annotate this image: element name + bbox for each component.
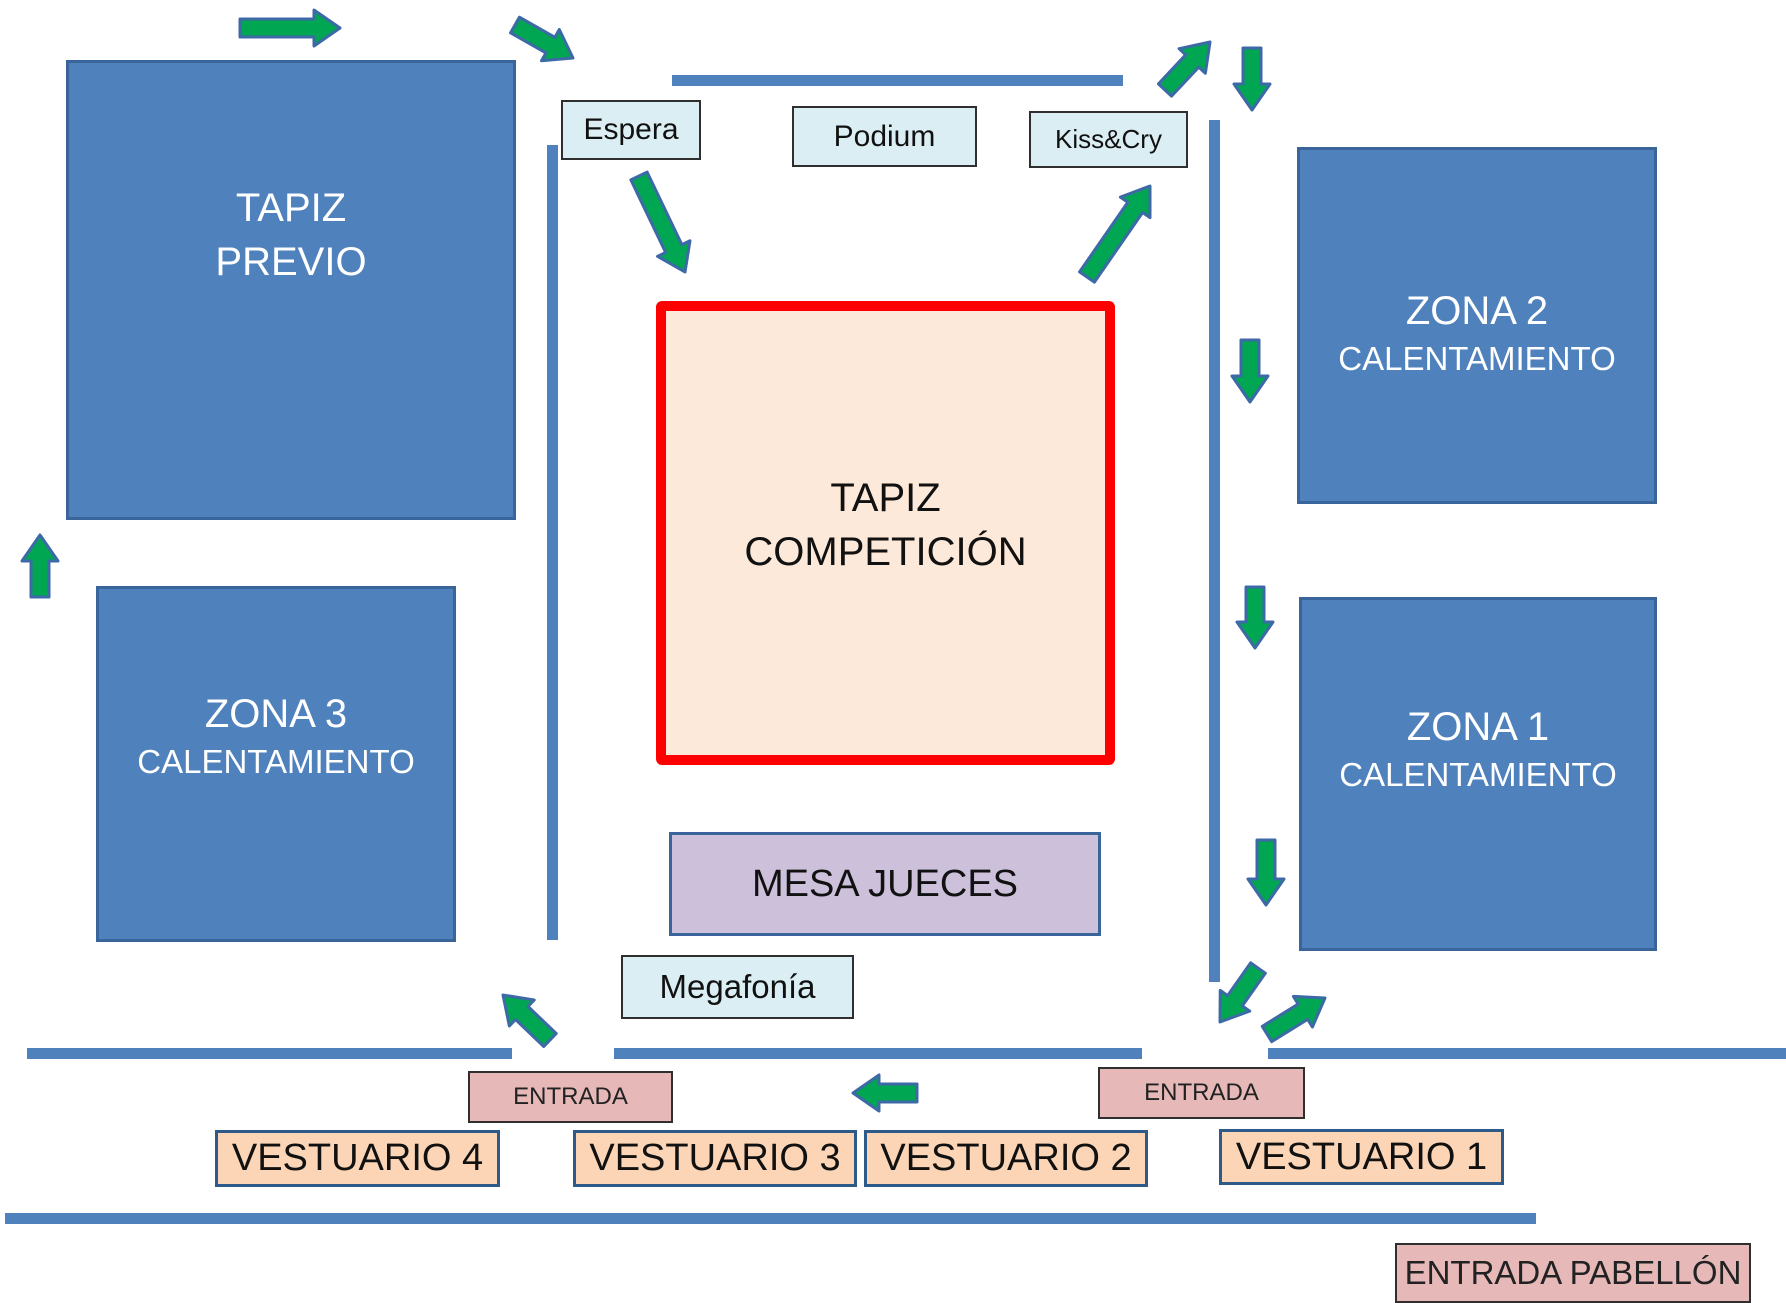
competicion-line1: TAPIZ: [830, 476, 941, 520]
tapiz-previo-line2: PREVIO: [215, 240, 367, 284]
flow-arrow-14: [851, 1073, 919, 1113]
vestuario-4: VESTUARIO 4: [215, 1130, 500, 1187]
flow-arrow-9: [1246, 838, 1286, 907]
zona-1: ZONA 1 CALENTAMIENTO: [1299, 597, 1657, 951]
competicion-line2: COMPETICIÓN: [744, 530, 1027, 574]
flow-arrow-4: [1232, 46, 1272, 112]
megafonia-label: Megafonía: [621, 955, 854, 1019]
zona-2: ZONA 2 CALENTAMIENTO: [1297, 147, 1657, 504]
flow-arrow-7: [1230, 338, 1270, 404]
entrada-pabellon: ENTRADA PABELLÓN: [1395, 1243, 1751, 1303]
wall-right-vertical: [1209, 120, 1220, 982]
flow-arrow-2: [509, 15, 575, 63]
podium-label: Podium: [792, 106, 977, 167]
wall-bottom-middle: [614, 1048, 1142, 1059]
flow-arrow-3: [1156, 40, 1212, 98]
zona-3-subtitle: CALENTAMIENTO: [137, 743, 415, 780]
vestuario-3: VESTUARIO 3: [573, 1130, 857, 1187]
zona-3: ZONA 3 CALENTAMIENTO: [96, 586, 456, 942]
entrada-left: ENTRADA: [468, 1071, 673, 1123]
flow-arrow-5: [629, 170, 692, 274]
vestuario-1: VESTUARIO 1: [1219, 1129, 1504, 1185]
kiss-cry-label: Kiss&Cry: [1029, 111, 1188, 168]
wall-bottom-left: [27, 1048, 512, 1059]
zona-2-title: ZONA 2: [1405, 289, 1549, 333]
espera-label: Espera: [561, 100, 701, 160]
tapiz-previo-line1: TAPIZ: [235, 186, 347, 230]
zona-1-title: ZONA 1: [1406, 705, 1550, 749]
tapiz-previo-zone: TAPIZ PREVIO: [66, 60, 516, 520]
tapiz-competicion: TAPIZ COMPETICIÓN: [656, 301, 1115, 765]
flow-arrow-10: [1218, 961, 1267, 1024]
flow-arrow-8: [1235, 585, 1275, 650]
zona-2-subtitle: CALENTAMIENTO: [1338, 340, 1616, 377]
zona-3-title: ZONA 3: [204, 692, 348, 736]
wall-top: [672, 75, 1123, 86]
vestuario-2: VESTUARIO 2: [864, 1130, 1148, 1187]
flow-arrow-13: [501, 993, 558, 1049]
flow-arrow-6: [1078, 184, 1152, 284]
flow-arrow-11: [1260, 994, 1327, 1044]
mesa-jueces: MESA JUECES: [669, 832, 1101, 936]
flow-arrow-1: [238, 8, 342, 48]
wall-floor: [5, 1213, 1536, 1224]
flow-arrow-12: [20, 533, 60, 599]
wall-left-vertical: [547, 145, 558, 940]
entrada-right: ENTRADA: [1098, 1067, 1305, 1119]
wall-bottom-right: [1268, 1048, 1786, 1059]
zona-1-subtitle: CALENTAMIENTO: [1339, 756, 1617, 793]
